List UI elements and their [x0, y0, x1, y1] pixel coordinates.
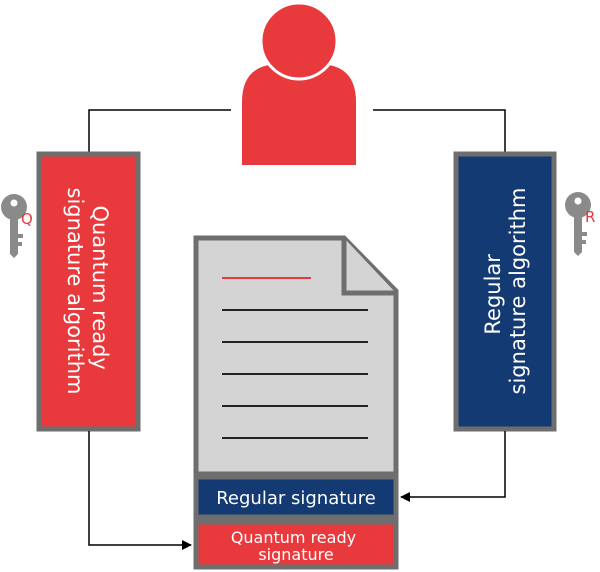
regular-signature-label: Regular signature — [216, 488, 376, 509]
regular-signature-block: Regular signature — [193, 474, 399, 520]
regular-algorithm-box: Regular signature algorithm — [453, 151, 557, 432]
key-icon: Q — [1, 194, 33, 258]
regular-algorithm-line2: signature algorithm — [506, 188, 530, 395]
quantum-signature-label: Quantum ready signature — [231, 528, 361, 564]
quantum-algorithm-label: Quantum ready signature algorithm — [63, 188, 112, 395]
key-icon: R — [565, 192, 595, 256]
regular-algorithm-label: Regular signature algorithm — [481, 188, 530, 395]
arrow-quantum-to-signature — [88, 431, 192, 550]
regular-key-letter: R — [585, 208, 595, 226]
regular-algorithm-line1: Regular — [481, 254, 505, 335]
quantum-signature-block: Quantum ready signature — [193, 519, 399, 570]
connector-user-left — [88, 109, 231, 152]
quantum-signature-line1: Quantum ready — [231, 528, 356, 547]
quantum-algorithm-line2: signature algorithm — [63, 188, 87, 395]
user-icon — [242, 0, 356, 165]
quantum-algorithm-box: Quantum ready signature algorithm — [36, 151, 141, 432]
quantum-signature-line2: signature — [258, 545, 333, 564]
document-icon — [193, 235, 399, 477]
connector-user-right — [373, 109, 506, 152]
arrow-regular-to-signature — [400, 431, 506, 502]
quantum-key-letter: Q — [21, 210, 33, 228]
quantum-algorithm-line1: Quantum ready — [88, 205, 112, 369]
